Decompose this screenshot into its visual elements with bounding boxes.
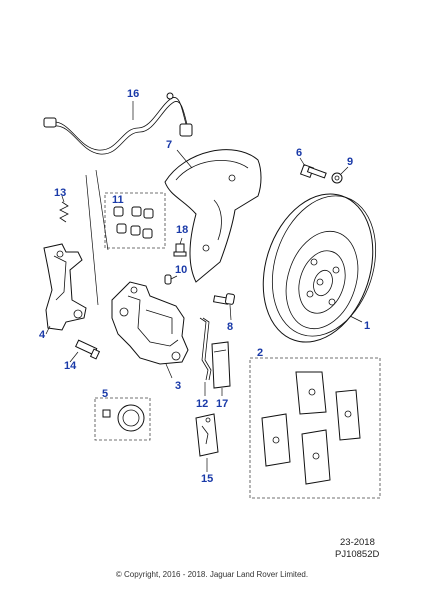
brake-disc [262, 193, 377, 343]
callout-14: 14 [64, 360, 77, 372]
callout-12: 12 [196, 398, 208, 410]
callout-1: 1 [364, 320, 370, 332]
caliper-carrier [43, 243, 87, 335]
callout-4: 4 [39, 329, 46, 341]
callout-5: 5 [102, 388, 108, 400]
callout-18: 18 [176, 224, 188, 236]
pad-clip-15 [195, 413, 219, 472]
brake-wear-sensor [43, 92, 193, 155]
guide-pin-8 [213, 293, 235, 321]
callout-6: 6 [296, 147, 302, 159]
anti-rattle-spring-12 [199, 317, 212, 396]
issue-code: 23-2018 [340, 537, 375, 548]
brake-pad-set [249, 357, 381, 499]
guide-bush-kit-11 [104, 192, 166, 249]
callout-16: 16 [127, 88, 139, 100]
spring-clip-13 [59, 195, 69, 223]
callout-17: 17 [216, 398, 228, 410]
seal-kit-5 [94, 397, 151, 441]
callout-13: 13 [54, 187, 66, 199]
callout-15: 15 [201, 473, 213, 485]
dust-shield [164, 149, 262, 283]
caliper-bolt-6 [299, 157, 327, 179]
brake-pad-17 [211, 341, 231, 396]
washer-9 [331, 166, 349, 184]
callout-10: 10 [175, 264, 187, 276]
callout-9: 9 [347, 156, 353, 168]
callout-7: 7 [166, 139, 172, 151]
brake-caliper [111, 281, 189, 379]
bleed-screw-18 [173, 237, 187, 257]
callout-3: 3 [175, 380, 181, 392]
callout-11: 11 [112, 194, 124, 206]
callout-2: 2 [257, 347, 263, 359]
callout-8: 8 [227, 321, 233, 333]
drawing-number: PJ10852D [335, 549, 380, 560]
bleed-cap-10 [164, 274, 178, 285]
guide-pin-14 [69, 339, 101, 363]
copyright-notice: © Copyright, 2016 - 2018. Jaguar Land Ro… [115, 570, 309, 579]
